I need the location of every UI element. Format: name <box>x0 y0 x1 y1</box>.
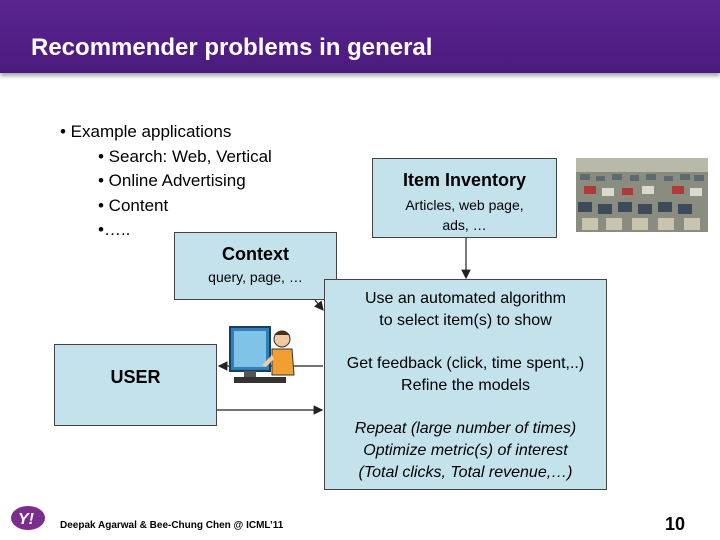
title-bar: Recommender problems in general <box>0 0 720 73</box>
slide-title: Recommender problems in general <box>31 34 433 61</box>
context-sub: query, page, … <box>208 269 303 285</box>
algorithm-line: Optimize metric(s) of interest <box>363 442 568 459</box>
context-box: Context query, page, … <box>174 232 337 300</box>
user-at-computer-icon <box>229 326 295 383</box>
algorithm-line: to select item(s) to show <box>379 312 552 329</box>
algorithm-box: Use an automated algorithm to select ite… <box>324 279 607 490</box>
inventory-image <box>576 158 708 232</box>
arrow-context-to-algorithm <box>314 299 324 311</box>
bullet-item: • Content <box>98 195 169 215</box>
yahoo-logo: Y! <box>11 506 45 530</box>
page-number: 10 <box>665 514 686 534</box>
bullet-list: • Example applications • Search: Web, Ve… <box>60 120 272 243</box>
item-inventory-box: Item Inventory Articles, web page, ads, … <box>372 158 557 238</box>
svg-text:Y!: Y! <box>18 511 35 528</box>
algorithm-line: Get feedback (click, time spent,..) <box>346 355 585 372</box>
algorithm-line: Refine the models <box>401 377 530 394</box>
bullet-item: • Search: Web, Vertical <box>98 146 272 166</box>
item-inventory-heading: Item Inventory <box>402 170 527 190</box>
bullet-item: • Example applications <box>60 122 232 141</box>
bullet-item: •….. <box>98 220 131 239</box>
footer-credit: Deepak Agarwal & Bee-Chung Chen @ ICML’1… <box>60 520 284 531</box>
user-label: USER <box>110 367 161 387</box>
algorithm-line: Use an automated algorithm <box>365 290 566 307</box>
bullet-item: • Online Advertising <box>98 171 246 190</box>
context-heading: Context <box>222 244 289 264</box>
item-inventory-line1: Articles, web page, <box>405 197 524 213</box>
item-inventory-line2: ads, … <box>442 217 487 233</box>
algorithm-line: Repeat (large number of times) <box>354 420 577 437</box>
user-box: USER <box>54 344 217 426</box>
algorithm-line: (Total clicks, Total revenue,…) <box>358 464 573 481</box>
